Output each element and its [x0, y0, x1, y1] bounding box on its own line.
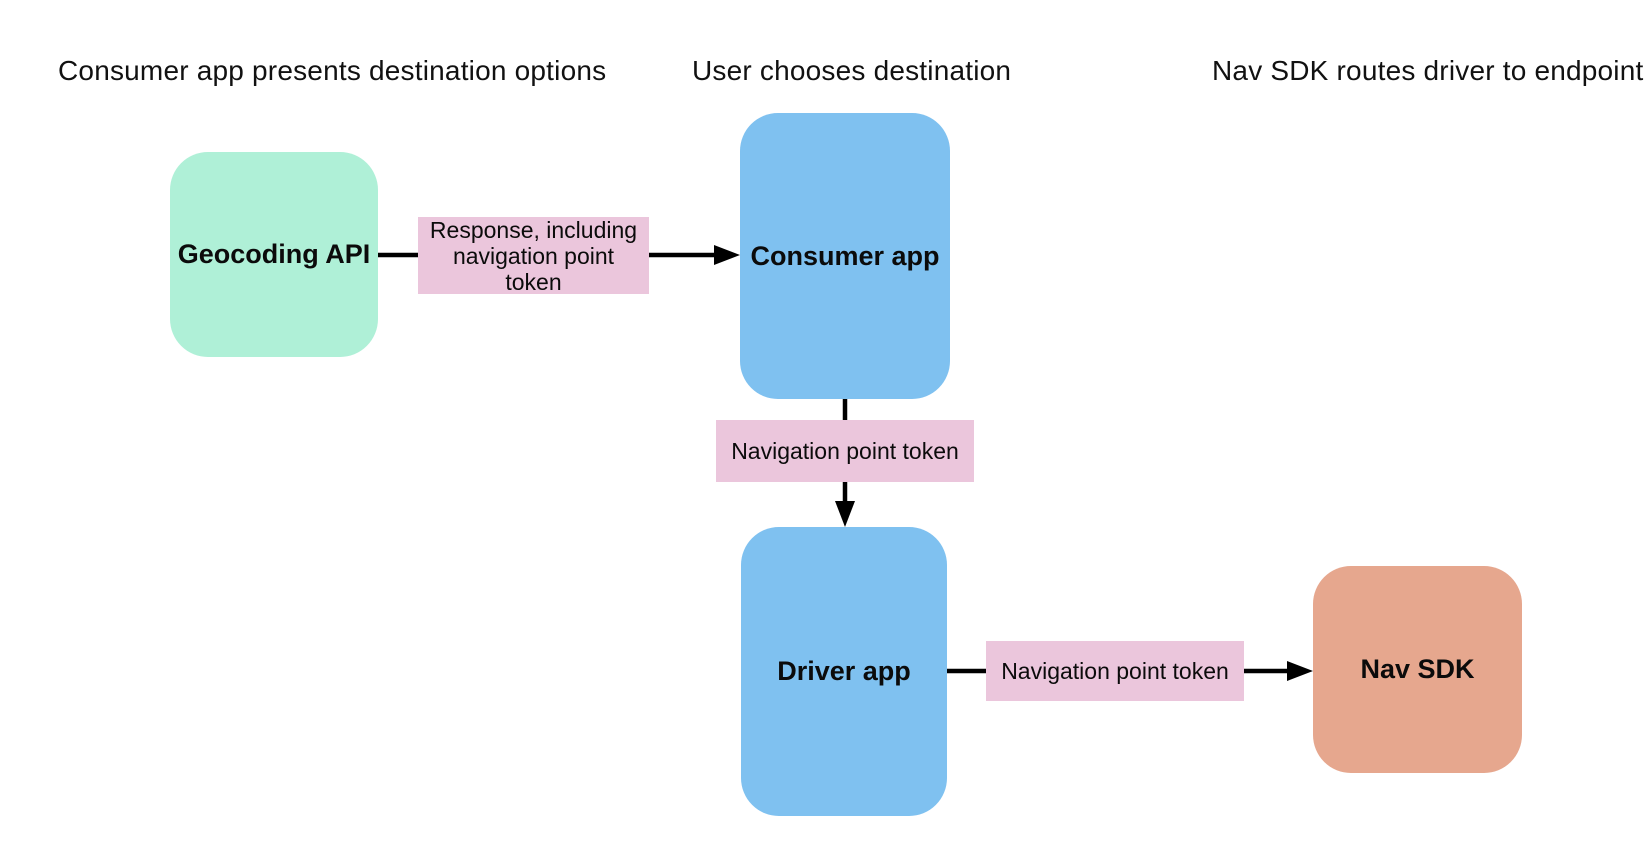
column-title-consumer-presents: Consumer app presents destination option… [58, 55, 607, 86]
edge-label-token-2-text: Navigation point token [1001, 658, 1229, 684]
node-consumer-app: Consumer app [740, 113, 950, 399]
node-nav-sdk-label: Nav SDK [1360, 654, 1475, 684]
arrowhead-right-icon [1287, 661, 1313, 681]
node-geocoding-api-label: Geocoding API [177, 239, 371, 269]
edge-label-navigation-point-token-2: Navigation point token [986, 641, 1244, 701]
node-driver-app: Driver app [741, 527, 947, 816]
node-consumer-app-label: Consumer app [750, 240, 940, 271]
edge-label-response-including-token: Response, including navigation point tok… [418, 217, 649, 294]
column-title-user-chooses: User chooses destination [692, 55, 1012, 86]
column-title-nav-sdk-routes: Nav SDK routes driver to endpoint [1212, 55, 1644, 86]
edge-label-response-text: Response, including navigation point tok… [429, 216, 638, 295]
node-geocoding-api: Geocoding API [170, 152, 378, 357]
node-driver-app-label: Driver app [777, 656, 911, 686]
arrowhead-right-icon [714, 245, 740, 265]
edge-label-navigation-point-token-1: Navigation point token [716, 420, 974, 482]
arrowhead-down-icon [835, 501, 855, 527]
node-nav-sdk: Nav SDK [1313, 566, 1522, 773]
edge-label-token-1-text: Navigation point token [731, 438, 959, 464]
